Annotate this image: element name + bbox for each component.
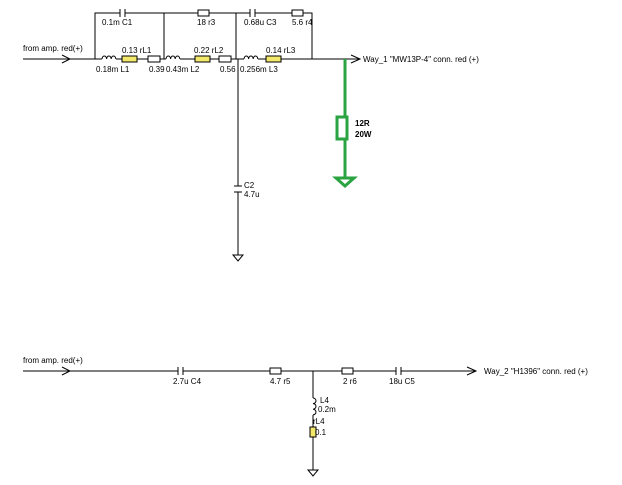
l2-inductor-icon xyxy=(165,55,181,60)
rl2-resistor-icon xyxy=(194,55,211,63)
rl4-resistor-icon xyxy=(309,426,317,438)
c3-label: 0.68u C3 xyxy=(244,18,277,27)
r4-label: 5.6 r4 xyxy=(292,18,313,27)
bottom-ground-icon xyxy=(306,469,320,477)
rl4-name-label: rL4 xyxy=(313,417,325,426)
top-input-label: from amp. red(+) xyxy=(23,44,83,53)
r5-resistor-icon xyxy=(269,367,282,375)
r6-label: 2 r6 xyxy=(343,377,357,386)
top-input-arrow-icon xyxy=(61,54,72,64)
l1-inductor-icon xyxy=(101,55,117,60)
c2-ground-icon xyxy=(231,254,245,262)
rl3-resistor-icon xyxy=(265,55,282,63)
bottom-input-label: from amp. red(+) xyxy=(23,356,83,365)
l4-value-label: 0.2m xyxy=(318,405,336,414)
c2-capacitor-icon xyxy=(234,185,242,193)
r1-label: 0.39 xyxy=(149,65,165,74)
l3-label: 0.256m L3 xyxy=(240,65,278,74)
load-resistor-group xyxy=(332,59,358,189)
l1-label: 0.18m L1 xyxy=(96,65,130,74)
rl3-label: 0.14 rL3 xyxy=(266,46,296,55)
c4-label: 2.7u C4 xyxy=(173,377,202,386)
r2-resistor-icon xyxy=(218,55,232,63)
r3-resistor-icon xyxy=(197,9,210,17)
r2-label: 0.56 xyxy=(220,65,236,74)
load-r-label: 12R xyxy=(355,119,370,128)
c4-capacitor-icon xyxy=(177,367,184,375)
c2-name-label: C2 xyxy=(244,181,255,190)
rl1-label: 0.13 rL1 xyxy=(122,46,152,55)
top-output-arrow-icon xyxy=(350,54,362,64)
load-ground-icon xyxy=(332,176,358,189)
bottom-output-arrow-icon xyxy=(466,366,478,376)
bottom-circuit-wires xyxy=(23,370,475,470)
c5-capacitor-icon xyxy=(395,367,402,375)
l2-label: 0.43m L2 xyxy=(166,65,200,74)
l4-name-label: L4 xyxy=(320,396,329,405)
c2-value-label: 4.7u xyxy=(244,190,260,199)
c1-capacitor-icon xyxy=(119,9,126,17)
c3-r4-bypass-wire xyxy=(236,12,313,59)
top-output-label: Way_1 "MW13P-4" conn. red (+) xyxy=(363,55,479,64)
r5-label: 4.7 r5 xyxy=(270,377,291,386)
rl2-label: 0.22 rL2 xyxy=(194,46,224,55)
r6-resistor-icon xyxy=(341,367,354,375)
rl4-value-label: 0.1 xyxy=(315,428,327,437)
r1-resistor-icon xyxy=(147,55,161,63)
c1-label: 0.1m C1 xyxy=(102,18,133,27)
rl1-resistor-icon xyxy=(121,55,138,63)
bottom-input-arrow-icon xyxy=(61,366,72,376)
top-circuit-wires xyxy=(23,12,360,255)
c3-capacitor-icon xyxy=(249,9,256,17)
load-resistor-icon xyxy=(335,115,349,141)
r3-label: 18 r3 xyxy=(197,18,216,27)
c5-label: 18u C5 xyxy=(389,377,415,386)
l3-inductor-icon xyxy=(243,55,259,60)
bottom-output-label: Way_2 "H1396" conn. red (+) xyxy=(484,367,588,376)
load-p-label: 20W xyxy=(355,130,372,139)
l4-inductor-icon xyxy=(312,397,317,416)
r4-resistor-icon xyxy=(291,9,304,17)
